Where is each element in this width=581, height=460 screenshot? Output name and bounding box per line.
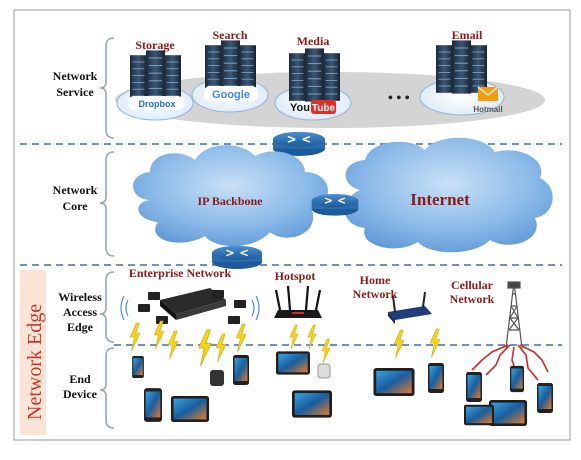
end-device-line2: Device bbox=[63, 387, 98, 401]
network-edge-label: Network Edge bbox=[24, 304, 46, 420]
smartphone-2-icon bbox=[233, 355, 249, 385]
ip-backbone-label: IP Backbone bbox=[197, 194, 263, 208]
service-media-label: Media bbox=[297, 34, 330, 48]
smartphone-4-icon bbox=[466, 372, 482, 402]
hotmail-logo: Hotmail bbox=[473, 105, 502, 114]
dropbox-logo: Dropbox bbox=[139, 99, 176, 109]
tablet-2-icon bbox=[276, 351, 310, 375]
smartphone-icon bbox=[144, 388, 162, 422]
youtube-you: You bbox=[290, 102, 310, 114]
layer-label-network-service: Network Service bbox=[53, 69, 98, 99]
enterprise-network-label: Enterprise Network bbox=[129, 266, 232, 280]
email-servers-icon: Hotmail bbox=[419, 40, 505, 116]
smartphone-5-icon bbox=[510, 365, 524, 393]
enterprise-access-points-icon bbox=[120, 288, 260, 324]
hotspot-router-icon bbox=[274, 285, 322, 318]
tablet-4-icon bbox=[373, 368, 415, 396]
tablet-6-icon bbox=[464, 404, 494, 426]
core-router-icon bbox=[310, 193, 360, 216]
home-router-icon bbox=[388, 291, 432, 324]
tablet-3-icon bbox=[292, 390, 332, 418]
tablet-icon bbox=[170, 396, 210, 422]
wireless-line3: Edge bbox=[67, 320, 94, 334]
smartphone-6-icon bbox=[537, 383, 553, 413]
service-search-label: Search bbox=[212, 28, 247, 42]
more-services-ellipsis: • • • bbox=[388, 91, 410, 106]
google-logo: Google bbox=[212, 89, 250, 101]
cellular-network-line1: Cellular bbox=[451, 278, 494, 292]
smartwatch-2-icon bbox=[210, 370, 224, 386]
media-servers-icon: You Tube bbox=[274, 48, 352, 121]
network-service-line1: Network bbox=[53, 69, 98, 83]
internet-label: Internet bbox=[410, 190, 470, 209]
cellular-network-line2: Network bbox=[450, 292, 495, 306]
home-network-line1: Home bbox=[360, 273, 391, 287]
ip-backbone-cloud: IP Backbone bbox=[133, 145, 329, 247]
storage-servers-icon: Dropbox bbox=[116, 50, 194, 121]
layer-label-wireless-access-edge: Wireless Access Edge bbox=[58, 290, 102, 334]
smartphone-3-icon bbox=[428, 363, 444, 393]
layer-label-end-device: End Device bbox=[63, 372, 98, 401]
home-network-line2: Network bbox=[353, 287, 398, 301]
youtube-tube: Tube bbox=[312, 103, 336, 114]
layer-braces bbox=[99, 37, 115, 429]
end-devices bbox=[132, 351, 553, 426]
network-service-line2: Service bbox=[56, 85, 94, 99]
network-edge-band bbox=[20, 270, 46, 435]
smartwatch-icon bbox=[132, 356, 144, 378]
hotspot-label: Hotspot bbox=[275, 269, 316, 283]
internet-cloud: Internet bbox=[344, 137, 553, 253]
wireless-line1: Wireless bbox=[58, 290, 102, 304]
layer-label-network-core: Network Core bbox=[53, 183, 98, 213]
smartwatch-3-icon bbox=[317, 363, 331, 379]
network-core-line2: Core bbox=[62, 199, 88, 213]
network-core-line1: Network bbox=[53, 183, 98, 197]
wireless-line2: Access bbox=[63, 305, 97, 319]
service-email-label: Email bbox=[452, 28, 483, 42]
cell-tower-icon bbox=[505, 281, 523, 349]
tablet-5-icon bbox=[488, 400, 528, 426]
service-storage-label: Storage bbox=[135, 38, 175, 52]
search-servers-icon: Google bbox=[191, 40, 269, 113]
end-device-line1: End bbox=[69, 372, 91, 386]
